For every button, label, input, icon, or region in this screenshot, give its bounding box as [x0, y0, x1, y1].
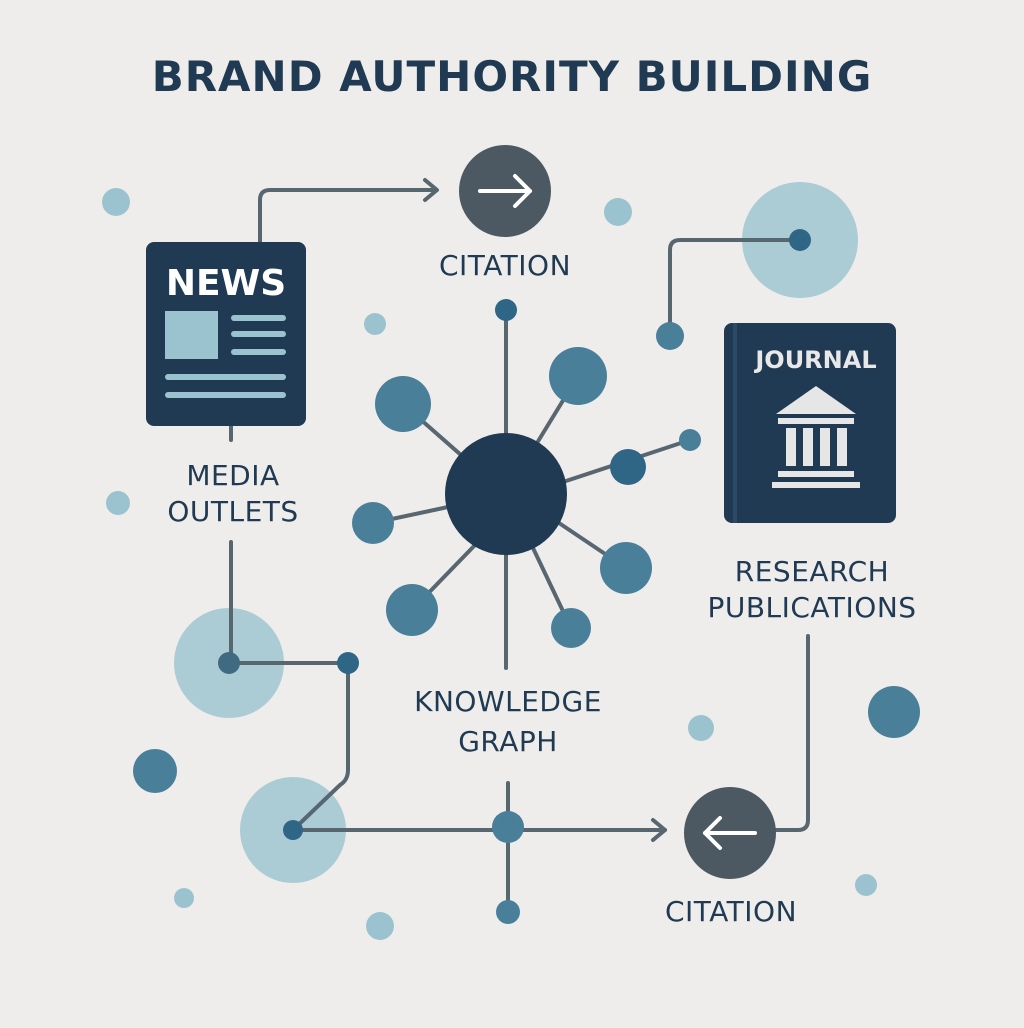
dot [688, 715, 714, 741]
node-elbow [337, 652, 359, 674]
journal-card-header: JOURNAL [753, 346, 876, 374]
node-bottom-mid [492, 811, 524, 843]
citation-top-node [459, 145, 551, 237]
decorative-dots [102, 182, 920, 940]
arrowhead-right-top [423, 178, 439, 202]
media-outlets-label-line1: MEDIA [186, 459, 280, 492]
satellite-node [549, 347, 607, 405]
connector-lines [229, 178, 810, 914]
dot [133, 749, 177, 793]
satellite-node [610, 449, 646, 485]
knowledge-graph-label-line2: GRAPH [458, 725, 558, 758]
satellite-node [375, 376, 431, 432]
connector-research-down [773, 634, 810, 832]
dot [106, 491, 130, 515]
citation-bottom-node [684, 787, 776, 879]
citation-top-label: CITATION [438, 249, 572, 282]
knowledge-graph-hub [352, 299, 701, 670]
journal-card-spine [733, 323, 737, 523]
bank-icon [772, 386, 860, 488]
dot [102, 188, 130, 216]
connector-lower-elbow [291, 661, 350, 832]
arrowhead-right-bottom [651, 818, 667, 842]
node-journal-link [656, 322, 684, 350]
satellite-node [386, 584, 438, 636]
knowledge-graph-label-line1: KNOWLEDGE [414, 685, 602, 718]
dot [604, 198, 632, 226]
satellite-node [352, 502, 394, 544]
satellite-node [551, 608, 591, 648]
media-outlets-label-line2: OUTLETS [167, 495, 299, 528]
satellite-node [495, 299, 517, 321]
connector-nodes [218, 229, 811, 924]
connector-journal-top [668, 238, 802, 338]
satellite-node [600, 542, 652, 594]
node-top-right [789, 229, 811, 251]
citation-bottom-label: CITATION [664, 895, 798, 928]
dot [855, 874, 877, 896]
dot [174, 888, 194, 908]
dot [366, 912, 394, 940]
news-card-header: NEWS [166, 263, 286, 304]
research-publications-label-line2: PUBLICATIONS [707, 591, 917, 624]
arrow-left-icon [703, 816, 757, 850]
journal-card: JOURNAL [724, 323, 896, 523]
node-bottom-left [283, 820, 303, 840]
research-publications-label-line1: RESEARCH [734, 555, 890, 588]
news-card: NEWS [146, 242, 306, 426]
dot [868, 686, 920, 738]
dot [364, 313, 386, 335]
arrow-right-icon [478, 174, 532, 208]
page-title: BRAND AUTHORITY BUILDING [151, 52, 873, 101]
hub-center-node [445, 433, 567, 555]
satellite-node [679, 429, 701, 451]
news-text-lines [165, 315, 286, 398]
node-bottom-end [496, 900, 520, 924]
node-media [218, 652, 240, 674]
connector-news-to-citation [258, 188, 437, 244]
newspaper-icon [165, 311, 218, 359]
